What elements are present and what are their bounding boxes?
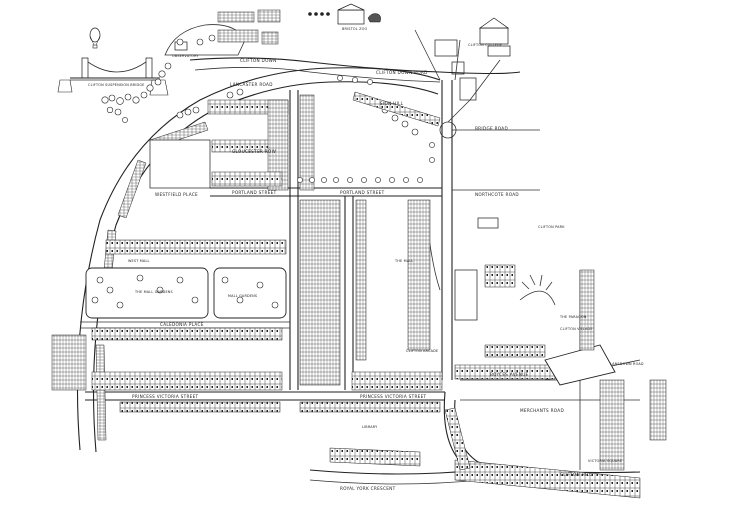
label-caledonia-place: CALEDONIA PLACE — [160, 322, 204, 327]
label-merchants-road: MERCHANTS ROAD — [520, 408, 564, 413]
tree-row-upper — [176, 75, 435, 183]
label-library: LIBRARY — [362, 425, 378, 429]
terrace-central-vertical — [299, 199, 341, 386]
label-bridge-road: BRIDGE ROAD — [475, 126, 508, 131]
label-clifton-village: CLIFTON VILLAGE — [560, 327, 593, 331]
terrace-central-vertical-2 — [355, 199, 367, 361]
top-terrace-4 — [261, 31, 279, 45]
label-princess-victoria-street: PRINCESS VICTORIA STREET — [132, 394, 199, 399]
label-lancaster-road: LANCASTER ROAD — [230, 82, 273, 87]
label-arcade: CLIFTON ARCADE — [406, 349, 438, 353]
terrace-pvs-south-2 — [299, 401, 441, 413]
label-zoo: BRISTOL ZOO — [342, 27, 368, 31]
terrace-pvs-north-2 — [351, 371, 443, 391]
roundabout — [439, 99, 471, 139]
label-victoria-square: VICTORIA SQUARE — [588, 459, 622, 463]
college-buildings — [434, 17, 511, 101]
top-terrace-3 — [217, 29, 259, 43]
hot-air-balloon-icon — [89, 27, 101, 49]
left-curve-terrace-4 — [95, 344, 107, 441]
label-portland-street-2: PORTLAND STREET — [340, 190, 385, 195]
label-clifton-down-road: CLIFTON DOWN ROAD — [376, 70, 428, 75]
label-mall-gardens: THE MALL GARDENS — [134, 290, 173, 294]
suspension-bridge-icon — [57, 57, 169, 96]
mall-gardens — [85, 267, 287, 319]
label-northcote-road: NORTHCOTE ROAD — [475, 192, 519, 197]
terrace-upper-central — [105, 239, 287, 255]
royal-york-terrace — [329, 447, 421, 467]
label-royal-york-crescent: ROYAL YORK CRESCENT — [340, 486, 396, 491]
right-side-buildings — [454, 217, 667, 471]
terrace-right-vertical — [407, 199, 431, 351]
label-sion-hill: SION HILL — [380, 101, 404, 106]
terrace-far-left — [51, 334, 87, 391]
label-clifton-hill: CLIFTON HILL — [560, 472, 592, 477]
terrace-pvs-north — [91, 371, 283, 391]
label-lansdown-road: LANSDOWN ROAD — [610, 362, 644, 366]
label-clifton-park: CLIFTON PARK — [538, 225, 565, 229]
label-college: CLIFTON COLLEGE — [468, 43, 502, 47]
label-boyces-avenue: BOYCES AVENUE — [490, 372, 529, 377]
label-upper-gardens: MALL GARDENS — [228, 294, 257, 298]
label-gloucester-row: GLOUCESTER ROW — [232, 149, 276, 154]
label-princess-victoria-street-2: PRINCESS VICTORIA STREET — [360, 394, 427, 399]
terrace-pvs-south — [119, 401, 281, 413]
label-portland-street: PORTLAND STREET — [232, 190, 277, 195]
label-west-mall: WEST MALL — [128, 259, 150, 263]
label-clifton-suspension-bridge: CLIFTON SUSPENSION BRIDGE — [88, 83, 145, 87]
label-the-mall: THE MALL — [394, 259, 413, 263]
label-observatory: OBSERVATORY — [172, 54, 199, 58]
left-curve-terrace-2 — [117, 159, 147, 219]
top-terrace-2 — [257, 9, 281, 23]
block-gloucester-row — [149, 94, 315, 191]
hill-diagonal-terrace — [444, 407, 471, 471]
observatory-hill — [164, 24, 246, 56]
label-the-paragon: THE PARAGON — [559, 315, 587, 319]
terrace-caledonia — [91, 327, 283, 341]
clifton-hill-terrace — [454, 459, 641, 499]
zoo-area — [308, 3, 381, 25]
label-westfield-place: WESTFIELD PLACE — [155, 192, 198, 197]
elephant-icon — [367, 13, 381, 23]
label-clifton-down: CLIFTON DOWN — [240, 58, 277, 63]
sion-hill-terrace — [352, 91, 441, 127]
paragon-semicircle — [519, 274, 556, 306]
tree-cluster-top-left — [101, 62, 172, 123]
top-terrace-1 — [217, 11, 255, 23]
